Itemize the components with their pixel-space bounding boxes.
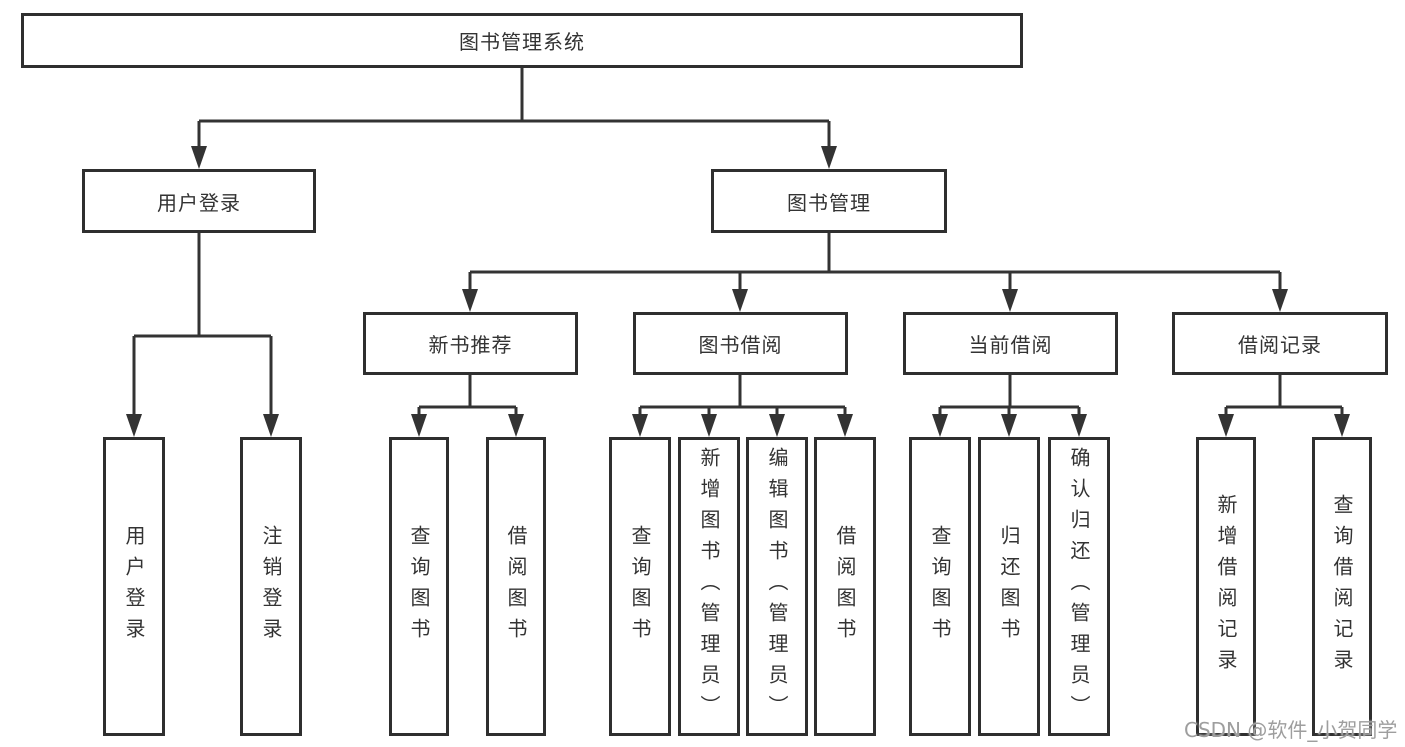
arrowhead bbox=[1001, 414, 1017, 437]
arrowhead bbox=[632, 414, 648, 437]
leaf-newrec-query-books-label: 查询图书 bbox=[407, 524, 431, 649]
arrowhead bbox=[1334, 414, 1350, 437]
arrowhead bbox=[411, 414, 427, 437]
arrowhead bbox=[1002, 289, 1018, 312]
node-root-label: 图书管理系统 bbox=[459, 30, 585, 54]
connector-group-new-book bbox=[417, 375, 518, 420]
arrowhead bbox=[932, 414, 948, 437]
leaf-borrow-query-books: 查询图书 bbox=[609, 437, 671, 736]
leaf-current-return-books-label: 归还图书 bbox=[997, 524, 1021, 649]
leaf-user-login-label: 用户登录 bbox=[122, 524, 146, 649]
node-borrow-records: 借阅记录 bbox=[1172, 312, 1388, 375]
arrowhead bbox=[1272, 289, 1288, 312]
leaf-current-return-books: 归还图书 bbox=[978, 437, 1040, 736]
leaf-current-confirm-return-admin-label: 确认归还（管理员） bbox=[1067, 447, 1091, 726]
connector-group-book-mgmt bbox=[468, 233, 1282, 295]
leaf-records-add-record-label: 新增借阅记录 bbox=[1214, 493, 1238, 680]
arrowhead bbox=[1071, 414, 1087, 437]
leaf-records-query-record-label: 查询借阅记录 bbox=[1330, 493, 1354, 680]
connector-group-user-login bbox=[132, 233, 273, 420]
leaf-borrow-edit-books-admin-label: 编辑图书（管理员） bbox=[765, 447, 789, 726]
leaf-current-confirm-return-admin: 确认归还（管理员） bbox=[1048, 437, 1110, 736]
connector-path bbox=[1224, 375, 1344, 420]
arrowhead bbox=[769, 414, 785, 437]
node-borrow-records-label: 借阅记录 bbox=[1238, 333, 1322, 357]
node-current-borrow: 当前借阅 bbox=[903, 312, 1118, 375]
node-user-login-label: 用户登录 bbox=[157, 190, 241, 215]
arrowhead bbox=[821, 146, 837, 169]
connector-path bbox=[197, 68, 831, 152]
leaf-newrec-borrow-books: 借阅图书 bbox=[486, 437, 546, 736]
node-book-borrow: 图书借阅 bbox=[633, 312, 848, 375]
leaf-current-query-books-label: 查询图书 bbox=[928, 524, 952, 649]
watermark: CSDN @软件_小贺同学 bbox=[1184, 718, 1398, 742]
node-new-book-recommend-label: 新书推荐 bbox=[428, 333, 513, 357]
connector-path bbox=[938, 375, 1081, 420]
node-current-borrow-label: 当前借阅 bbox=[968, 333, 1053, 357]
leaf-user-login: 用户登录 bbox=[103, 437, 165, 736]
arrowhead bbox=[701, 414, 717, 437]
leaf-borrow-borrow-books-label: 借阅图书 bbox=[833, 524, 857, 649]
connector-path bbox=[417, 375, 518, 420]
leaf-borrow-add-books-admin-label: 新增图书（管理员） bbox=[697, 447, 721, 726]
leaf-records-query-record: 查询借阅记录 bbox=[1312, 437, 1372, 736]
node-user-login: 用户登录 bbox=[82, 169, 316, 233]
leaf-newrec-query-books: 查询图书 bbox=[389, 437, 449, 736]
leaf-borrow-add-books-admin: 新增图书（管理员） bbox=[678, 437, 740, 736]
arrowhead bbox=[837, 414, 853, 437]
connector-group-current-borrow bbox=[938, 375, 1081, 420]
arrowheads bbox=[126, 146, 1350, 437]
leaf-borrow-borrow-books: 借阅图书 bbox=[814, 437, 876, 736]
arrowhead bbox=[126, 414, 142, 437]
arrowhead bbox=[191, 146, 207, 169]
arrowhead bbox=[508, 414, 524, 437]
node-book-management: 图书管理 bbox=[711, 169, 947, 233]
arrowhead bbox=[462, 289, 478, 312]
arrowhead bbox=[263, 414, 279, 437]
connector-path bbox=[638, 375, 847, 420]
connector-group-book-borrow bbox=[638, 375, 847, 420]
leaf-borrow-query-books-label: 查询图书 bbox=[628, 524, 652, 649]
connector-group-borrow-records bbox=[1224, 375, 1344, 420]
arrowhead bbox=[732, 289, 748, 312]
leaf-logout-label: 注销登录 bbox=[259, 524, 283, 649]
arrowhead bbox=[1218, 414, 1234, 437]
leaf-current-query-books: 查询图书 bbox=[909, 437, 971, 736]
node-root: 图书管理系统 bbox=[21, 13, 1023, 68]
node-new-book-recommend: 新书推荐 bbox=[363, 312, 578, 375]
leaf-records-add-record: 新增借阅记录 bbox=[1196, 437, 1256, 736]
connector-path bbox=[132, 233, 273, 420]
leaf-borrow-edit-books-admin: 编辑图书（管理员） bbox=[746, 437, 808, 736]
node-book-borrow-label: 图书借阅 bbox=[698, 333, 783, 357]
leaf-newrec-borrow-books-label: 借阅图书 bbox=[504, 524, 528, 649]
node-book-management-label: 图书管理 bbox=[787, 190, 871, 215]
leaf-logout: 注销登录 bbox=[240, 437, 302, 736]
connector-group-root bbox=[197, 68, 831, 152]
connector-path bbox=[468, 233, 1282, 295]
